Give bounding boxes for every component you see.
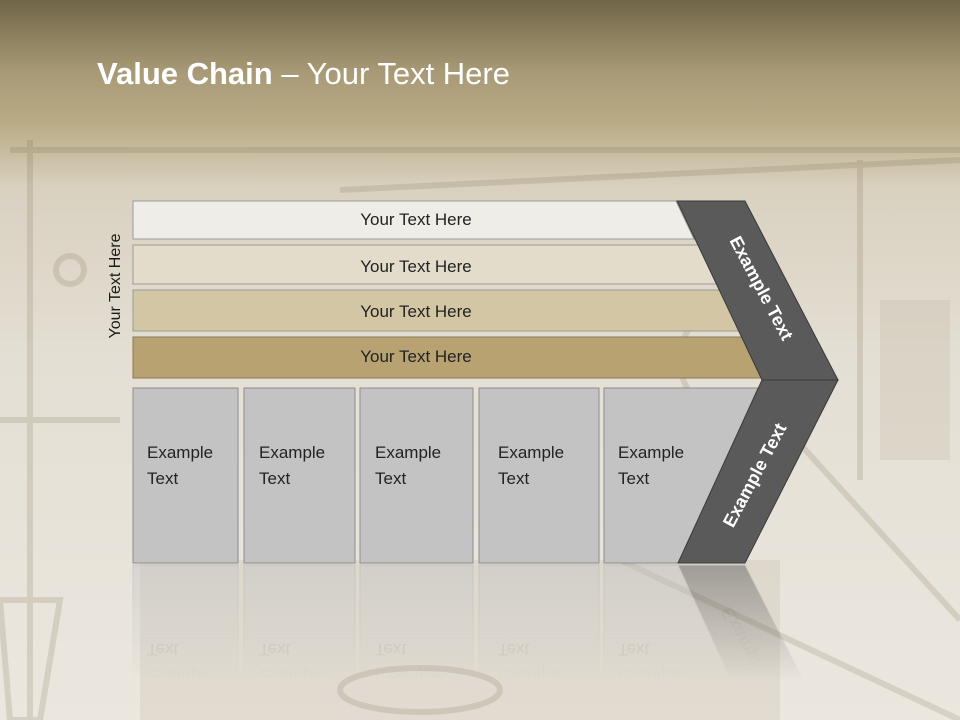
bar-3-label: Your Text Here xyxy=(360,302,472,321)
box-3-line-2: Text xyxy=(375,469,406,488)
box-5-line-1: Example xyxy=(618,443,684,462)
reflection-text: Text xyxy=(147,640,178,659)
title-rest: – Your Text Here xyxy=(272,56,510,91)
reflection-text: Example xyxy=(618,666,684,685)
box-1 xyxy=(132,387,239,564)
box-1-line-2: Text xyxy=(147,469,178,488)
reflection-text: Example xyxy=(259,666,325,685)
box-4-line-2: Text xyxy=(498,469,529,488)
reflection-text: Example xyxy=(498,666,564,685)
box-3 xyxy=(359,387,474,564)
box-1-line-1: Example xyxy=(147,443,213,462)
reflection-text: Text xyxy=(618,640,649,659)
chevron-lower-arm xyxy=(677,379,839,564)
box-2-line-2: Text xyxy=(259,469,290,488)
reflection-text: Text xyxy=(498,640,529,659)
slide-title: Value Chain – Your Text Here xyxy=(97,56,510,92)
box-3-line-1: Example xyxy=(375,443,441,462)
box-4-line-1: Example xyxy=(498,443,564,462)
reflection-text: Example xyxy=(375,666,441,685)
box-group: Example Text Example Text Example Text E… xyxy=(132,387,759,564)
bar-2-label: Your Text Here xyxy=(360,257,472,276)
bar-1-label: Your Text Here xyxy=(360,210,472,229)
diagram-reflection: Example Text Example Text Example Text E… xyxy=(132,564,825,720)
title-bold: Value Chain xyxy=(97,56,273,91)
bar-group: Your Text Here Your Text Here Your Text … xyxy=(132,200,763,379)
bar-4-label: Your Text Here xyxy=(360,347,472,366)
box-2 xyxy=(243,387,356,564)
reflection-text: Text xyxy=(259,640,290,659)
box-4 xyxy=(478,387,600,564)
box-5-line-2: Text xyxy=(618,469,649,488)
bar-1 xyxy=(132,200,695,240)
reflection-text: Text xyxy=(375,640,406,659)
reflection-text: Example xyxy=(147,666,213,685)
box-2-line-1: Example xyxy=(259,443,325,462)
